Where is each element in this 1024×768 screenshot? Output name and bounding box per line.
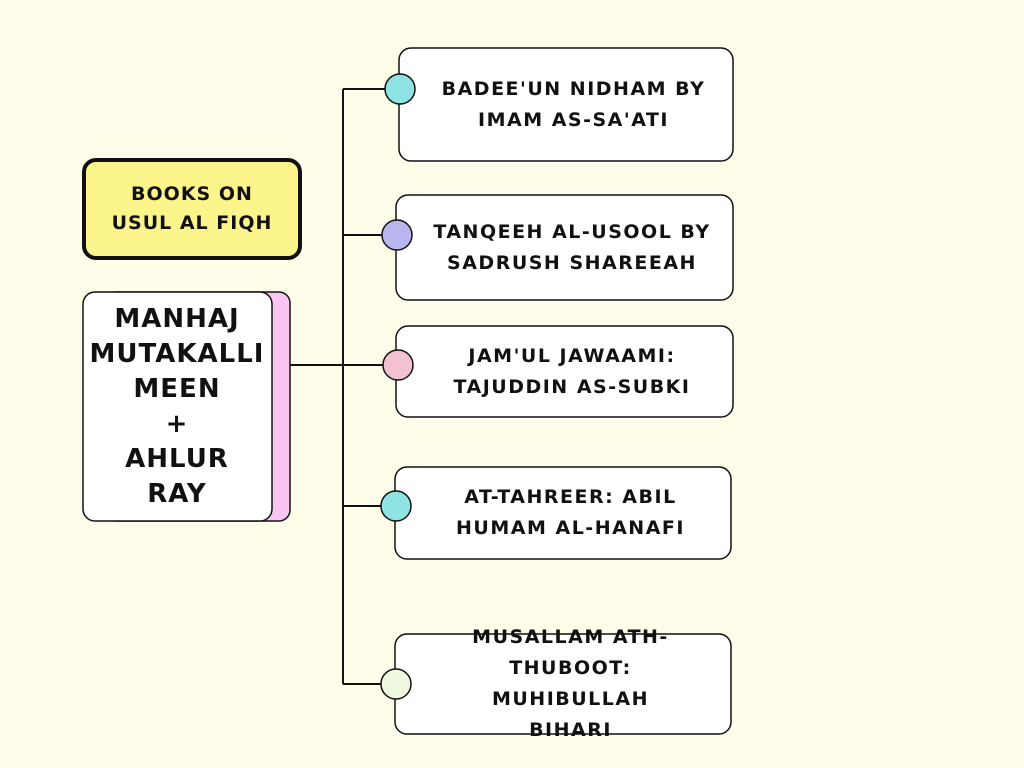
connector-dots <box>380 73 416 700</box>
book-label-1: Badee'un Nidham by Imam As-Sa'ati <box>441 77 706 131</box>
connector-dot-2 <box>381 219 413 251</box>
book-nodes <box>394 47 734 735</box>
main-node[interactable] <box>82 291 273 522</box>
title-node[interactable] <box>82 158 302 260</box>
book-label-5: Musallam Ath- Thuboot: Muhibullah Bihari <box>472 626 669 741</box>
connector-dot-5 <box>380 668 412 700</box>
book-label-2: Tanqeeh Al-Usool by Sadrush Shareeah <box>433 220 711 274</box>
title-label: Books on Usul Al Fiqh <box>111 183 273 234</box>
main-node-label: Manhaj Mutakalli meen + Ahlur Ray <box>89 304 265 509</box>
connector-dot-4 <box>380 490 412 522</box>
connector-dot-1 <box>384 73 416 105</box>
book-label-4: At-Tahreer: Abil Humam Al-Hanafi <box>456 486 685 539</box>
book-label-3: Jam'ul Jawaami: Tajuddin As-Subki <box>453 344 691 398</box>
connector-dot-3 <box>382 349 414 381</box>
connectors <box>290 88 385 685</box>
